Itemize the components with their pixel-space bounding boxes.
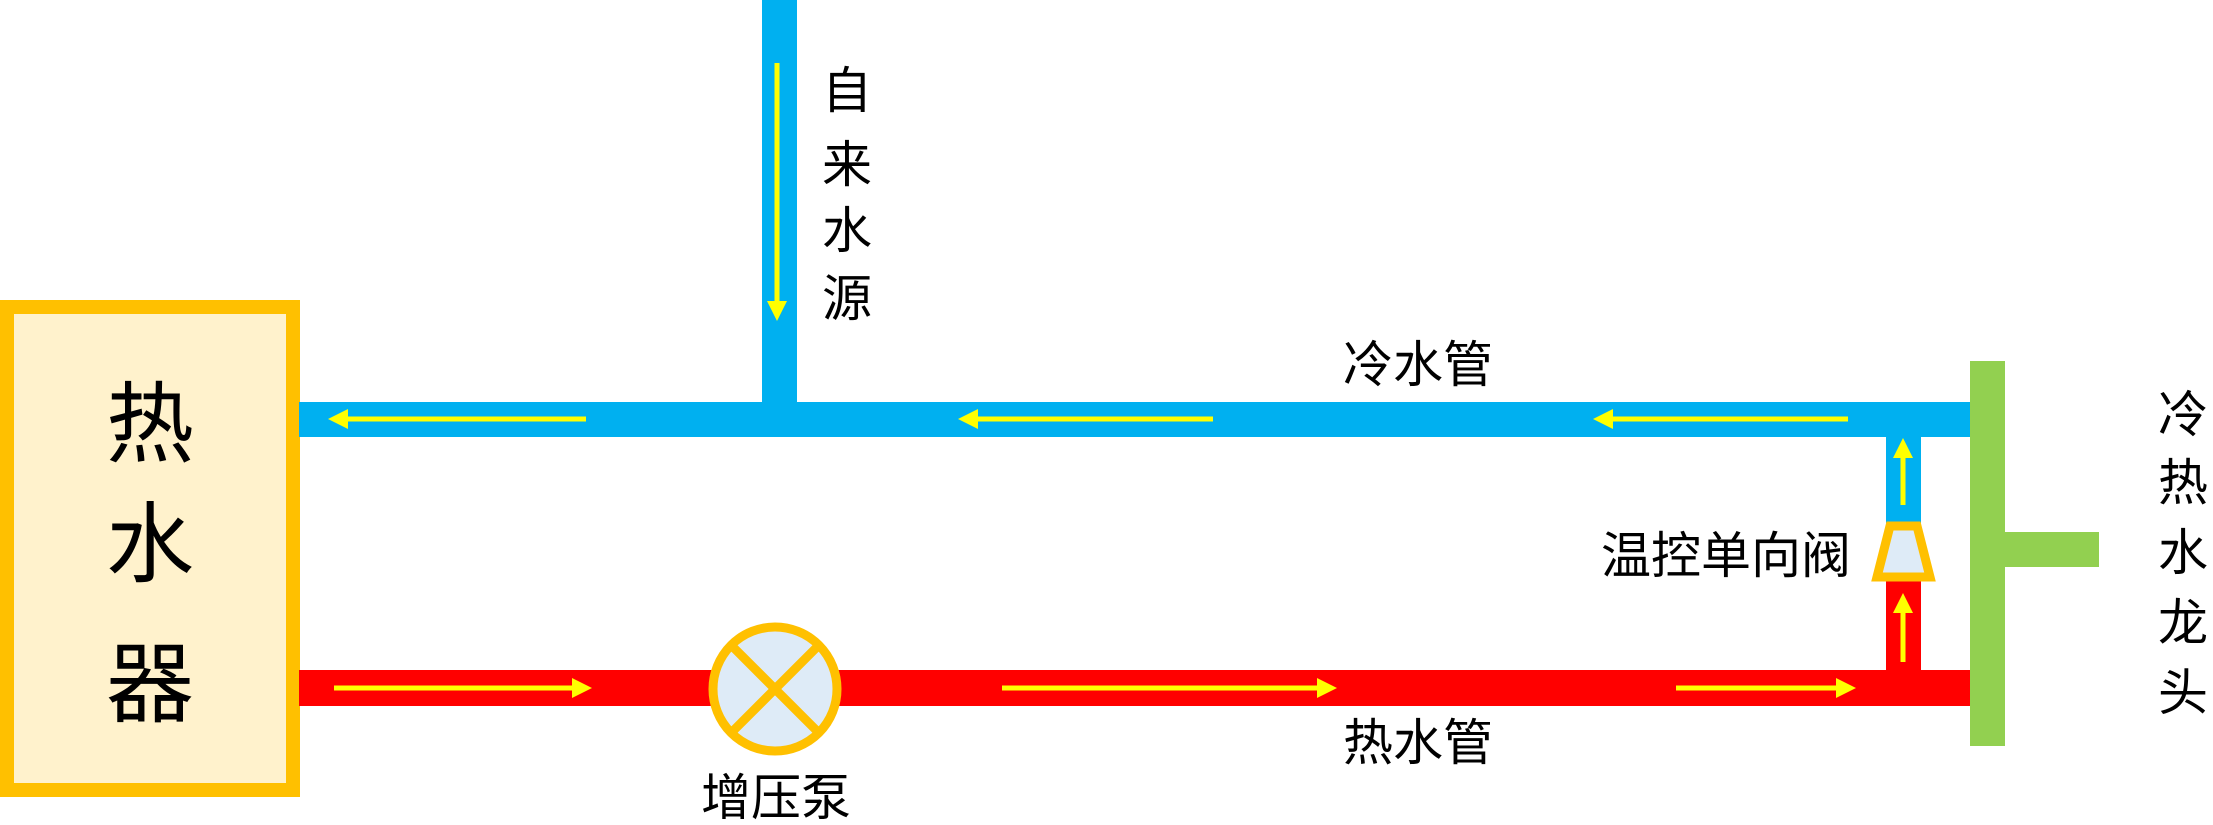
faucet-label-2: 热 (2158, 454, 2208, 512)
cold-water-pipe-label: 冷水管 (1343, 336, 1493, 394)
tap-water-source-label-1: 自 (822, 62, 872, 120)
water-heater-label-3: 器 (106, 633, 194, 736)
water-heater-label-2: 水 (106, 493, 194, 596)
booster-pump (708, 622, 842, 756)
faucet-label-1: 冷 (2158, 386, 2208, 444)
faucet-label-5: 头 (2158, 664, 2208, 722)
faucet-label-4: 龙 (2158, 594, 2208, 652)
thermostatic-check-valve (1871, 521, 1936, 582)
water-heater (0, 300, 300, 797)
faucet-label-3: 水 (2158, 524, 2208, 582)
faucet-body (1970, 361, 2005, 746)
tap-water-source-label-3: 水 (822, 202, 872, 260)
faucet-spout (2005, 532, 2099, 567)
thermostatic-check-valve-label: 温控单向阀 (1601, 527, 1851, 585)
water-heater-label-1: 热 (106, 373, 194, 476)
hot-water-pipe-label: 热水管 (1343, 714, 1493, 772)
booster-pump-label: 增压泵 (701, 769, 851, 825)
tap-water-source-label-4: 源 (822, 270, 872, 328)
tap-water-source-label-2: 来 (822, 136, 872, 194)
